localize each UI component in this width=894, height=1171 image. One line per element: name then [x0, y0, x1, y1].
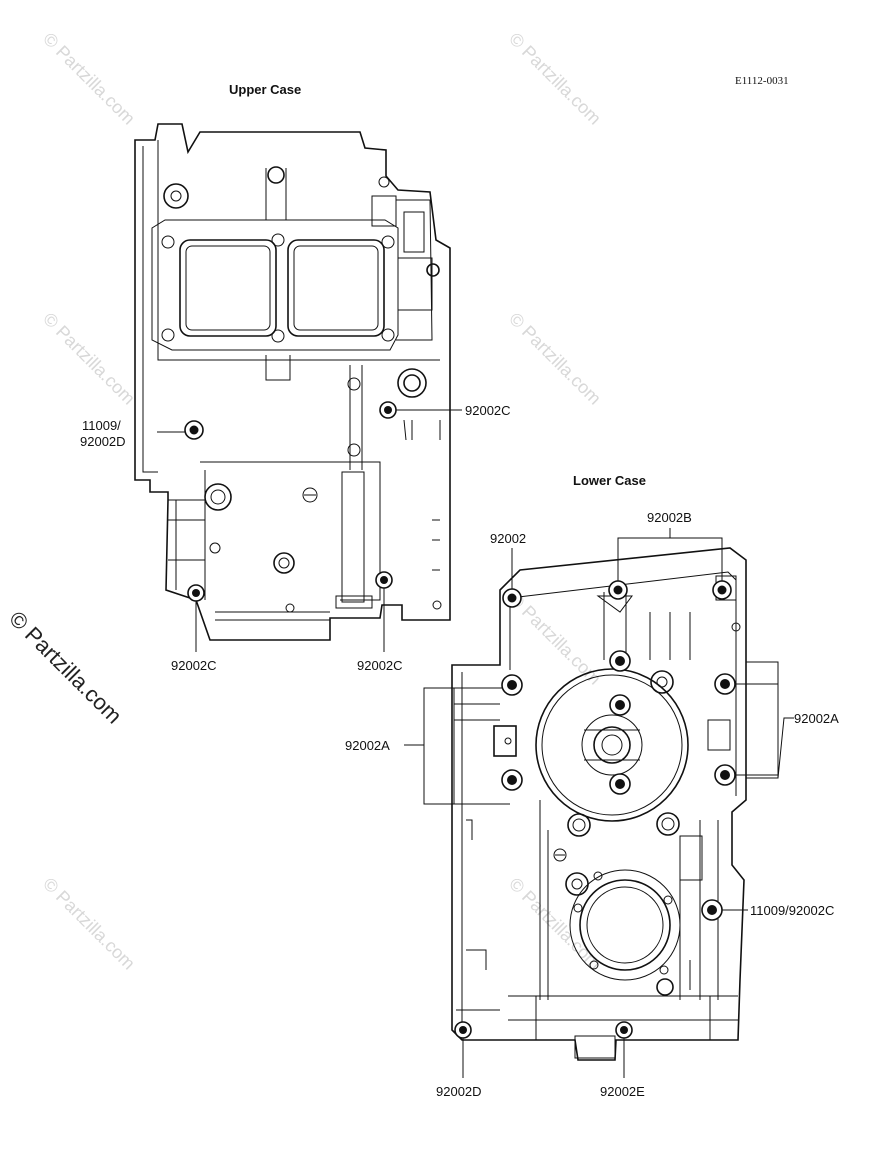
watermark-2: © Partzilla.com [505, 29, 605, 129]
watermarks: © Partzilla.com © Partzilla.com © Partzi… [39, 29, 605, 974]
label-lower-92002b: 92002B [647, 510, 692, 525]
watermark-5: © Partzilla.com [505, 589, 605, 689]
watermark-1: © Partzilla.com [39, 29, 139, 129]
label-lower-92002e: 92002E [600, 1084, 645, 1099]
lower-case-drawing [404, 528, 794, 1078]
label-upper-92002d: 92002D [80, 434, 126, 449]
label-lower-92002: 92002 [490, 531, 526, 546]
watermark-6: © Partzilla.com [39, 874, 139, 974]
label-upper-92002c-bottom-right: 92002C [357, 658, 403, 673]
label-upper-92002c-right: 92002C [465, 403, 511, 418]
diagram-code: E1112-0031 [735, 75, 789, 87]
upper-case-drawing [134, 123, 462, 652]
label-upper-11009: 11009/ [82, 418, 121, 433]
upper-case-title: Upper Case [229, 82, 301, 97]
label-upper-92002c-bottom-left: 92002C [171, 658, 217, 673]
watermark-4: © Partzilla.com [505, 309, 605, 409]
label-lower-92002d: 92002D [436, 1084, 482, 1099]
lower-case-title: Lower Case [573, 473, 646, 488]
watermark-3: © Partzilla.com [39, 309, 139, 409]
watermark-7: © Partzilla.com [505, 874, 605, 974]
label-lower-11009-92002c: 11009/92002C [750, 903, 834, 918]
label-lower-92002a-left: 92002A [345, 738, 390, 753]
label-lower-92002a-right: 92002A [794, 711, 839, 726]
